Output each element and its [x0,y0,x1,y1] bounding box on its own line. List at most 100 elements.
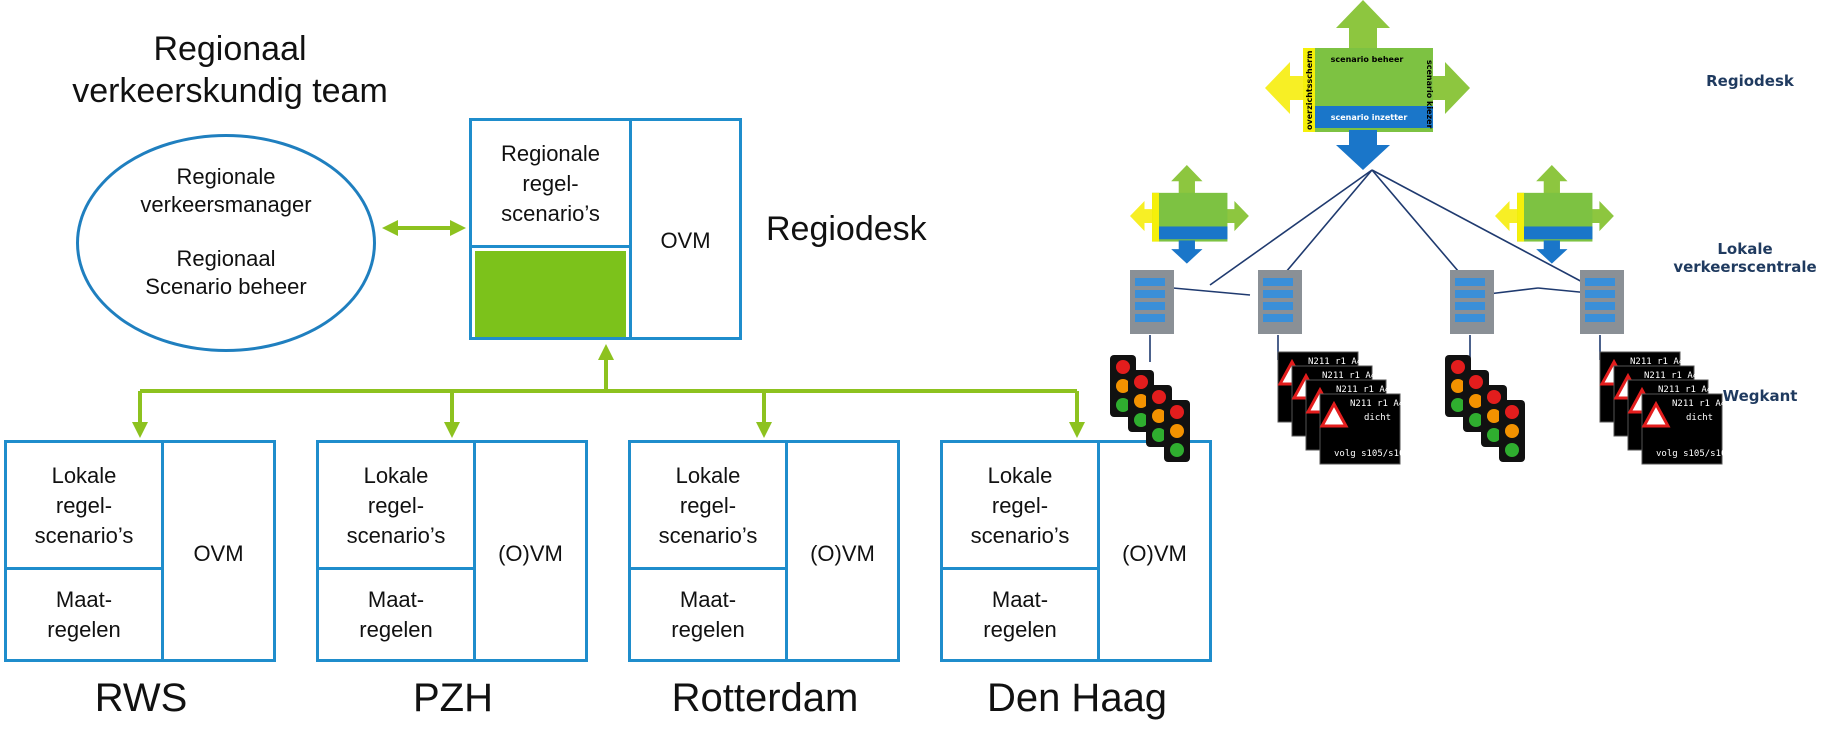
regiodesk-hdivider [472,245,629,248]
org-hdivider [7,567,161,570]
org-scenarios: Lokale regel-scenario’s [631,461,785,551]
main-console: scenario beheer scenario inzetter overzi… [1265,0,1470,170]
local-console-right [1495,165,1614,264]
level-label-lokale: Lokale verkeerscentrale [1670,240,1820,276]
member2-line1: Regionaal [176,246,276,271]
drip-sign-text-1: N211 r1 A4 [1672,399,1726,409]
member2-line2: Scenario beheer [145,274,307,299]
regiodesk-scenarios: Regionale regel- scenario’s [472,139,629,229]
org-name: RWS [94,676,188,720]
regiodesk-green-fill [475,251,626,337]
scen-line1: Regionale [500,141,601,166]
org-scenarios: Lokale regel-scenario’s [319,461,473,551]
link-main-4 [1371,169,1589,286]
org-maatregelen: Maat-regelen [943,585,1097,645]
org-scen-line2: regel- [367,493,425,518]
drip-sign-text-1: N211 r1 A4 [1644,371,1698,381]
link-main-3 [1371,169,1471,286]
drip-sign-text-3: volg s105/s106 [1334,449,1410,459]
scen-line3: scenario’s [501,201,600,226]
main-console-top: scenario beheer [1331,55,1404,64]
org-maatregelen: Maat-regelen [7,585,161,645]
org-vm: (O)VM [498,541,563,566]
org-scen-line3: scenario’s [346,523,446,548]
org-maat-line1: Maat- [55,587,113,612]
member-scenario-beheer: Regionaal Scenario beheer [79,245,373,301]
lokale-line2: verkeerscentrale [1673,258,1817,276]
org-name: Rotterdam [671,676,859,720]
drip-sign-text-3: volg s105/s106 [1656,449,1732,459]
traffic-lights-left [1110,355,1190,462]
org-scen-line1: Lokale [51,463,117,488]
org-maat-line1: Maat- [367,587,425,612]
org-vm: (O)VM [1122,541,1187,566]
member1-line2: verkeersmanager [140,192,312,217]
org-scen-line3: scenario’s [658,523,758,548]
link-main-1 [1209,169,1373,286]
drip-sign: N211 r1 A4 dicht volg s105/s106 [1641,393,1732,465]
regiodesk-divider [629,121,632,337]
org-hdivider [943,567,1097,570]
org-scenarios: Lokale regel-scenario’s [943,461,1097,551]
team-ellipse: Regionale verkeersmanager Regionaal Scen… [76,134,376,352]
link-main-2 [1274,169,1373,286]
drip-sign-text-1: N211 r1 A4 [1336,385,1390,395]
org-divider [1097,443,1100,659]
drip-sign-text-1: N211 r1 A4 [1658,385,1712,395]
warning-triangle-icon [1319,400,1349,428]
team-title: Regionaal verkeerskundig team [40,28,420,112]
org-maatregelen: Maat-regelen [631,585,785,645]
link-left-2 [1172,287,1251,296]
main-console-right: scenario kiezer [1425,60,1434,129]
level-label-wegkant: Wegkant [1722,387,1798,405]
drip-sign-text-1: N211 r1 A4 [1630,357,1684,367]
server-icons [1130,270,1624,334]
org-vm: (O)VM [810,541,875,566]
team-title-line1: Regionaal [153,30,307,68]
warning-triangle-icon [1641,400,1671,428]
regiodesk-box: Regionale regel- scenario’s OVM [469,118,742,340]
drip-sign-text-1: N211 r1 A4 [1322,371,1376,381]
org-scen-line2: regel- [991,493,1049,518]
org-name: Den Haag [986,676,1168,720]
org-scen-line1: Lokale [987,463,1053,488]
member-verkeersmanager: Regionale verkeersmanager [79,163,373,219]
org-maat-line2: regelen [359,617,433,642]
scen-line2: regel- [522,171,579,196]
org-divider [785,443,788,659]
drip-sign-text-1: N211 r1 A4 [1350,399,1404,409]
regiodesk-ovm: OVM [660,228,711,253]
org-scen-line1: Lokale [675,463,741,488]
drip-sign-text-2: dicht [1686,413,1713,423]
main-console-bottom: scenario inzetter [1331,113,1408,122]
traffic-lights-right [1445,355,1525,462]
org-scen-line2: regel- [55,493,113,518]
org-scen-line2: regel- [679,493,737,518]
org-maat-line1: Maat- [991,587,1049,612]
org-scen-line3: scenario’s [970,523,1070,548]
org-maatregelen: Maat-regelen [319,585,473,645]
level-label-regiodesk: Regiodesk [1706,72,1794,90]
org-vm: OVM [193,541,244,566]
member1-line1: Regionale [176,164,276,189]
org-maat-line1: Maat- [679,587,737,612]
lokale-line1: Lokale [1717,240,1773,258]
team-title-line2: verkeerskundig team [72,72,388,110]
org-maat-line2: regelen [671,617,745,642]
org-divider [161,443,164,659]
drip-sign-text-1: N211 r1 A4 [1308,357,1362,367]
org-hdivider [631,567,785,570]
org-scen-line1: Lokale [363,463,429,488]
org-maat-line2: regelen [47,617,121,642]
main-console-left: overzichtsscherm [1305,51,1314,130]
regiodesk-label: Regiodesk [766,210,927,248]
